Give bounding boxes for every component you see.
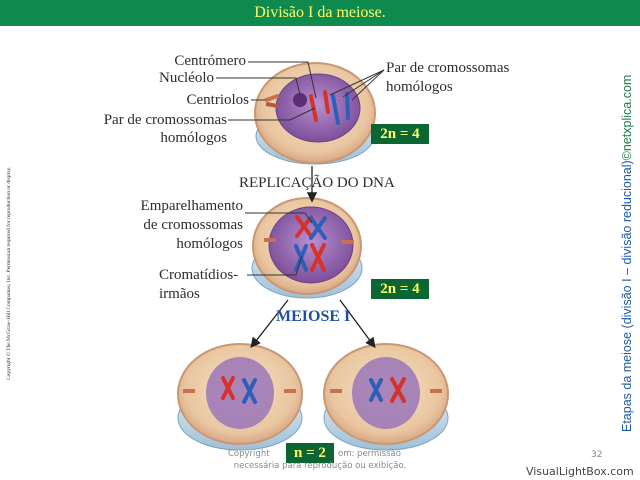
chromosome-blue bbox=[309, 216, 327, 240]
leader-lines bbox=[216, 61, 385, 276]
chromosome-blue bbox=[369, 378, 383, 402]
label-par-homologos-left-2: homólogos bbox=[160, 130, 227, 146]
label-par-homologos-left-1: Par de cromossomas bbox=[103, 112, 227, 128]
label-emparelhamento-2: de cromossomas bbox=[143, 217, 243, 233]
label-par-homologos-right-2: homólogos bbox=[386, 79, 453, 95]
footer-line1-start: Copyright bbox=[228, 449, 270, 459]
side-text-left: Copyright © The McGraw-Hill Companies, I… bbox=[6, 166, 12, 380]
centriole bbox=[183, 389, 195, 393]
arrow-meiose-right bbox=[339, 299, 376, 349]
chromosome-red bbox=[323, 90, 330, 114]
centriole-b bbox=[265, 101, 279, 109]
watermark: VisualLightBox.com bbox=[526, 465, 634, 478]
label-nucleolo: Nucléolo bbox=[159, 70, 214, 86]
label-emparelhamento-3: homólogos bbox=[176, 236, 243, 252]
side-text-right-site: ©netxplica.com bbox=[620, 74, 634, 161]
side-text-right-caption: Etapas da meiose (divisão I – divisão re… bbox=[620, 160, 634, 432]
chromosome-red bbox=[309, 94, 318, 122]
label-emparelhamento-1: Emparelhamento bbox=[140, 198, 243, 214]
chromosome-blue bbox=[345, 92, 350, 120]
page-number: 32 bbox=[591, 450, 603, 460]
cell-bottom-left bbox=[177, 343, 303, 451]
chromosome-blue bbox=[242, 378, 257, 404]
centriole bbox=[330, 389, 342, 393]
footer-line2: necessária para reprodução ou exibição. bbox=[233, 461, 407, 471]
side-text-right: Etapas da meiose (divisão I – divisão re… bbox=[620, 75, 634, 432]
footer-line1-end: om: permissão bbox=[338, 449, 401, 459]
cell-middle bbox=[251, 197, 363, 299]
label-cromatidios-1: Cromatídios- bbox=[159, 267, 239, 283]
centriole bbox=[430, 389, 442, 393]
chromosome-red bbox=[295, 215, 313, 238]
cell-bottom-right bbox=[323, 343, 449, 451]
centriole-a bbox=[264, 93, 280, 103]
arrow-meiose-left bbox=[250, 299, 289, 349]
badge-n-bottom: n = 2 bbox=[286, 443, 334, 463]
label-cromatidios-2: irmãos bbox=[159, 286, 200, 302]
label-centromero: Centrómero bbox=[174, 53, 246, 69]
chromosome-red bbox=[390, 377, 406, 403]
slide-title: Divisão I da meiose. bbox=[0, 0, 640, 26]
chromosome-blue bbox=[331, 94, 340, 125]
label-replicacao: REPLICAÇÃO DO DNA bbox=[239, 175, 395, 191]
badge-2n-top: 2n = 4 bbox=[371, 124, 429, 144]
badge-2n-middle: 2n = 4 bbox=[371, 279, 429, 299]
label-meiose-i: MEIOSE I bbox=[276, 308, 351, 325]
chromosome-red bbox=[310, 243, 326, 272]
centriole bbox=[264, 238, 276, 242]
chromosome-red bbox=[221, 376, 235, 400]
centriole bbox=[342, 240, 354, 244]
label-centriolos: Centriolos bbox=[186, 92, 250, 108]
nucleolus bbox=[293, 93, 307, 107]
label-par-homologos-right-1: Par de cromossomas bbox=[386, 60, 510, 76]
centriole bbox=[284, 389, 296, 393]
